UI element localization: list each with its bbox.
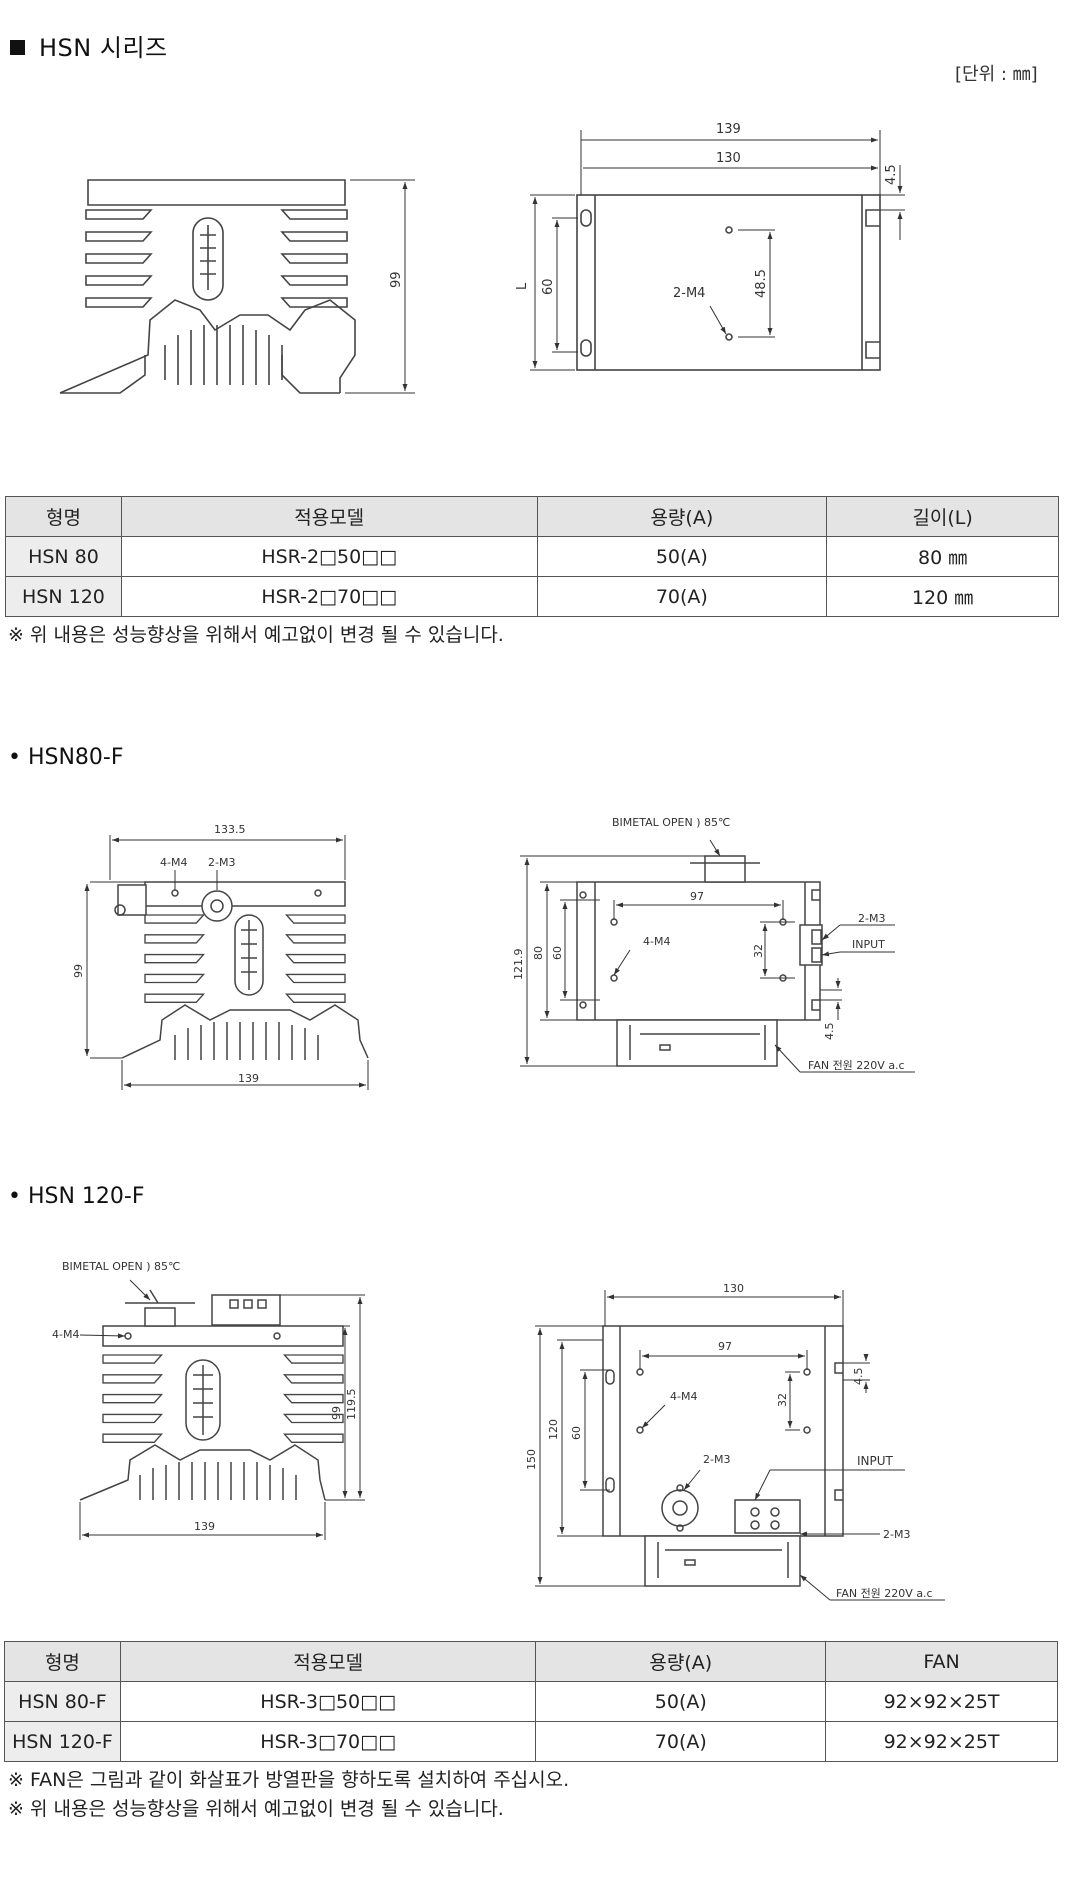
cell-model: HSN 120 bbox=[5, 576, 122, 617]
table-header-row: 형명 적용모델 용량(A) FAN bbox=[4, 1641, 1058, 1682]
section-title-text: HSN 시리즈 bbox=[39, 34, 168, 62]
col-header-capacity: 용량(A) bbox=[536, 496, 828, 537]
dim-99: 99 bbox=[72, 964, 85, 978]
cell-applied-model: HSR-3□50□□ bbox=[119, 1681, 537, 1722]
square-bullet-icon bbox=[10, 40, 25, 55]
notice-text: ※ 위 내용은 성능향상을 위해서 예고없이 변경 될 수 있습니다. bbox=[8, 624, 504, 646]
dim-L: L bbox=[515, 282, 530, 290]
hsn-spec-table: 형명 적용모델 용량(A) 길이(L) HSN 80 HSR-2□50□□ 50… bbox=[5, 496, 1059, 617]
hsn80f-plan-view bbox=[576, 855, 823, 1067]
label-fan: FAN 전원 220V a.c bbox=[808, 1059, 905, 1072]
dim-97: 97 bbox=[690, 890, 704, 903]
hsn80f-front-view bbox=[114, 881, 369, 1060]
label-bimetal: BIMETAL OPEN ) 85℃ bbox=[62, 1260, 180, 1273]
label-2-m3: 2-M3 bbox=[208, 856, 235, 869]
col-header-model: 형명 bbox=[4, 1641, 121, 1682]
table-row: HSN 80 HSR-2□50□□ 50(A) 80 ㎜ bbox=[5, 536, 1059, 577]
dim-4-5: 4.5 bbox=[823, 1023, 836, 1041]
col-header-fan: FAN bbox=[825, 1641, 1058, 1682]
dim-120: 120 bbox=[547, 1419, 560, 1440]
cell-model: HSN 80-F bbox=[4, 1681, 121, 1722]
dim-119-5: 119.5 bbox=[345, 1389, 358, 1421]
dim-32: 32 bbox=[776, 1393, 789, 1407]
col-header-capacity: 용량(A) bbox=[535, 1641, 827, 1682]
label-r-2-m3b: 2-M3 bbox=[883, 1528, 910, 1541]
label-bimetal: BIMETAL OPEN ) 85℃ bbox=[612, 816, 730, 829]
label-4-m4: 4-M4 bbox=[160, 856, 187, 869]
label-input: INPUT bbox=[857, 1454, 894, 1468]
section-title-hsn120f: • HSN 120-F bbox=[8, 1184, 145, 1209]
dim-32: 32 bbox=[752, 944, 765, 958]
table-header-row: 형명 적용모델 용량(A) 길이(L) bbox=[5, 496, 1059, 537]
cell-applied-model: HSR-2□50□□ bbox=[120, 536, 538, 577]
dim-139: 139 bbox=[238, 1072, 259, 1085]
dim-48-5: 48.5 bbox=[754, 269, 769, 298]
dim-99: 99 bbox=[389, 271, 404, 288]
table-row: HSN 120-F HSR-3□70□□ 70(A) 92×92×25T bbox=[4, 1721, 1058, 1762]
unit-label: [단위 : ㎜] bbox=[955, 64, 1038, 85]
hsn-front-dim-99 bbox=[345, 179, 415, 394]
cell-capacity: 70(A) bbox=[535, 1721, 827, 1762]
label-2-m4: 2-M4 bbox=[673, 286, 705, 301]
dim-133-5: 133.5 bbox=[214, 823, 246, 836]
table-row: HSN 120 HSR-2□70□□ 70(A) 120 ㎜ bbox=[5, 576, 1059, 617]
cell-model: HSN 80 bbox=[5, 536, 122, 577]
cell-model: HSN 120-F bbox=[4, 1721, 121, 1762]
dim-4-5: 4.5 bbox=[884, 164, 899, 185]
dim-4-5: 4.5 bbox=[852, 1368, 865, 1386]
label-r-4-m4: 4-M4 bbox=[670, 1390, 697, 1403]
cell-capacity: 50(A) bbox=[536, 536, 828, 577]
cell-applied-model: HSR-2□70□□ bbox=[120, 576, 538, 617]
label-input: INPUT bbox=[852, 938, 885, 951]
hsn-plan-view bbox=[576, 194, 881, 371]
section-title-hsn80f: • HSN80-F bbox=[8, 745, 124, 770]
col-header-applied-model: 적용모델 bbox=[119, 1641, 537, 1682]
hsn120f-front-view bbox=[79, 1289, 344, 1501]
col-header-model: 형명 bbox=[5, 496, 122, 537]
dim-150: 150 bbox=[525, 1449, 538, 1470]
cell-capacity: 50(A) bbox=[535, 1681, 827, 1722]
hsn-f-spec-table: 형명 적용모델 용량(A) FAN HSN 80-F HSR-3□50□□ 50… bbox=[4, 1641, 1058, 1762]
cell-applied-model: HSR-3□70□□ bbox=[119, 1721, 537, 1762]
dim-130: 130 bbox=[716, 151, 741, 166]
dim-60: 60 bbox=[570, 1426, 583, 1440]
label-r-2-m3: 2-M3 bbox=[858, 912, 885, 925]
dim-121-9: 121.9 bbox=[512, 949, 525, 981]
dim-130: 130 bbox=[723, 1282, 744, 1295]
dim-60: 60 bbox=[551, 946, 564, 960]
dim-60: 60 bbox=[541, 278, 556, 295]
table-row: HSN 80-F HSR-3□50□□ 50(A) 92×92×25T bbox=[4, 1681, 1058, 1722]
dim-97: 97 bbox=[718, 1340, 732, 1353]
notice-fan: ※ FAN은 그림과 같이 화살표가 방열판을 향하도록 설치하여 주십시오. bbox=[8, 1769, 570, 1791]
section-title-hsn: HSN 시리즈 bbox=[10, 28, 168, 63]
dim-80: 80 bbox=[532, 946, 545, 960]
label-fan: FAN 전원 220V a.c bbox=[836, 1587, 933, 1600]
dim-139: 139 bbox=[194, 1520, 215, 1533]
hsn-front-view bbox=[59, 179, 356, 394]
col-header-length: 길이(L) bbox=[826, 496, 1059, 537]
dim-139: 139 bbox=[716, 122, 741, 137]
label-r-4-m4: 4-M4 bbox=[643, 935, 670, 948]
cell-fan: 92×92×25T bbox=[825, 1721, 1058, 1762]
label-4-m4: 4-M4 bbox=[52, 1328, 79, 1341]
cell-capacity: 70(A) bbox=[536, 576, 828, 617]
cell-length: 120 ㎜ bbox=[826, 576, 1059, 617]
col-header-applied-model: 적용모델 bbox=[120, 496, 538, 537]
notice-text: ※ 위 내용은 성능향상을 위해서 예고없이 변경 될 수 있습니다. bbox=[8, 1798, 504, 1820]
cell-length: 80 ㎜ bbox=[826, 536, 1059, 577]
label-r-2-m3a: 2-M3 bbox=[703, 1453, 730, 1466]
cell-fan: 92×92×25T bbox=[825, 1681, 1058, 1722]
hsn120f-plan-view bbox=[602, 1325, 844, 1587]
dim-99: 99 bbox=[330, 1406, 343, 1420]
